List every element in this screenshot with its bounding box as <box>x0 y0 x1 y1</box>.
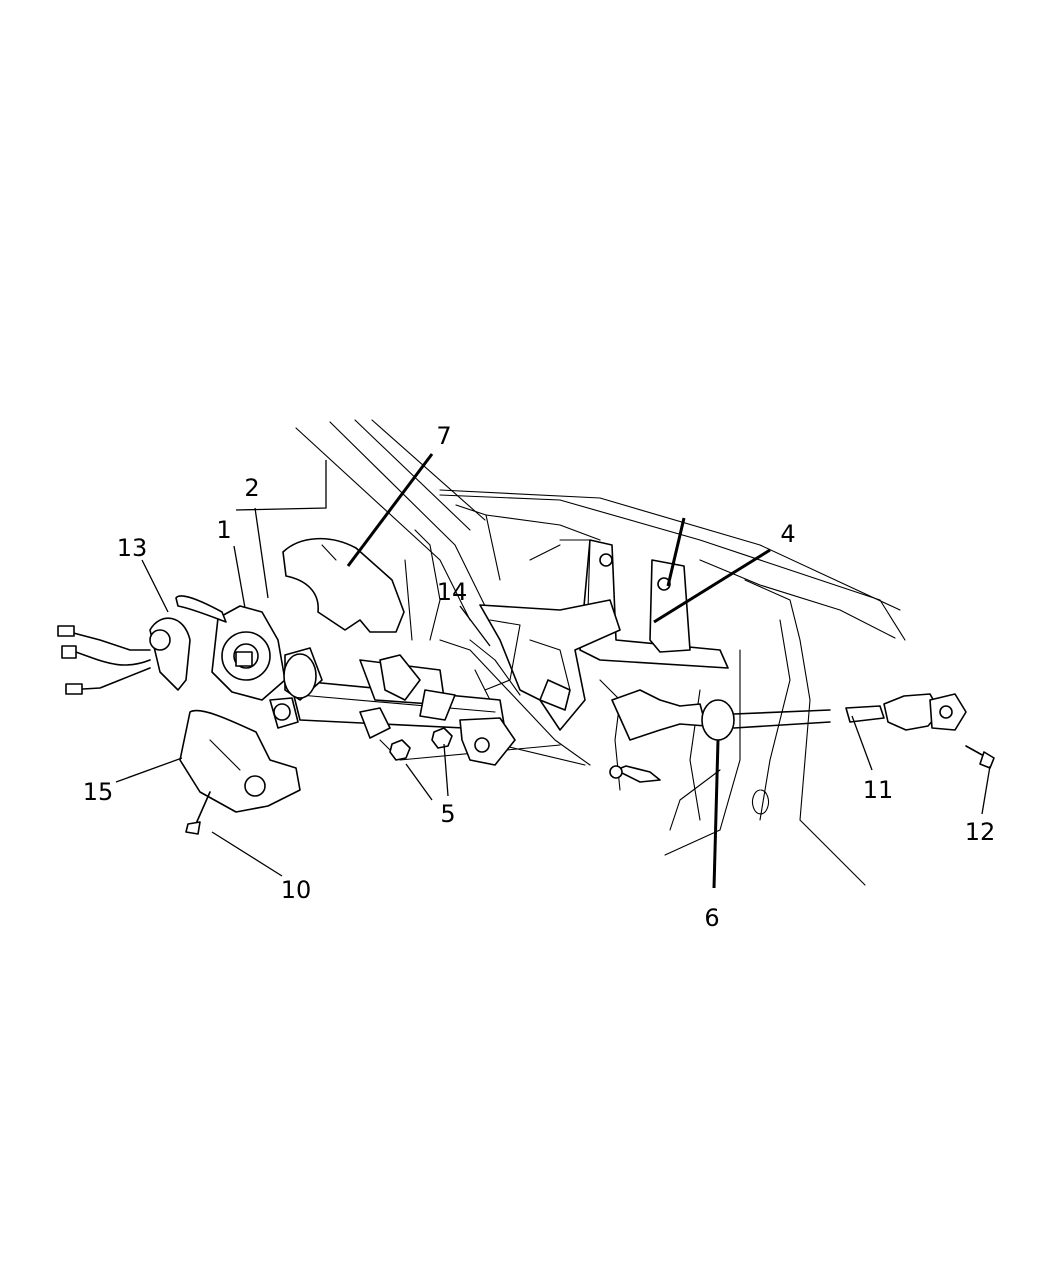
shroud-screw <box>185 791 211 835</box>
callout-1: 1 <box>216 516 231 544</box>
callout-12: 12 <box>965 818 996 846</box>
callout-6: 6 <box>704 904 719 932</box>
leader-5b <box>443 743 449 797</box>
leader-5a <box>405 763 433 801</box>
column-support-bracket <box>469 599 621 731</box>
turn-signal-lever <box>175 595 227 623</box>
callout-11: 11 <box>863 776 894 804</box>
leader-4 <box>653 548 771 624</box>
callout-2: 2 <box>244 474 259 502</box>
leader-2-bracket <box>235 460 327 511</box>
lower-shroud <box>179 709 301 813</box>
coupler-bolt <box>965 745 995 769</box>
clockspring <box>57 617 191 695</box>
callout-14: 14 <box>437 578 468 606</box>
leader-14 <box>459 605 491 647</box>
leader-lines <box>115 453 991 889</box>
callouts: 1 2 4 5 6 7 10 11 12 13 14 15 <box>83 422 996 932</box>
mounting-bracket <box>529 539 729 669</box>
leader-2 <box>254 507 269 599</box>
callout-5: 5 <box>440 800 455 828</box>
mounting-nuts <box>389 727 453 761</box>
leader-7 <box>346 453 434 567</box>
leader-13 <box>141 559 169 613</box>
universal-joint <box>845 693 967 731</box>
leader-6 <box>712 739 720 889</box>
leader-10 <box>211 831 283 877</box>
leader-1 <box>233 545 246 609</box>
intermediate-shaft <box>609 689 831 783</box>
callout-7: 7 <box>436 422 451 450</box>
callout-4: 4 <box>780 520 795 548</box>
callout-15: 15 <box>83 778 114 806</box>
upper-shroud <box>282 537 405 633</box>
callout-13: 13 <box>117 534 148 562</box>
leader-12 <box>981 765 991 815</box>
leader-11 <box>851 715 873 771</box>
leader-15 <box>115 757 183 783</box>
callout-10: 10 <box>281 876 312 904</box>
column-lock-housing <box>211 605 323 729</box>
steering-column-tube <box>289 654 516 766</box>
leader-4-top <box>666 517 686 587</box>
